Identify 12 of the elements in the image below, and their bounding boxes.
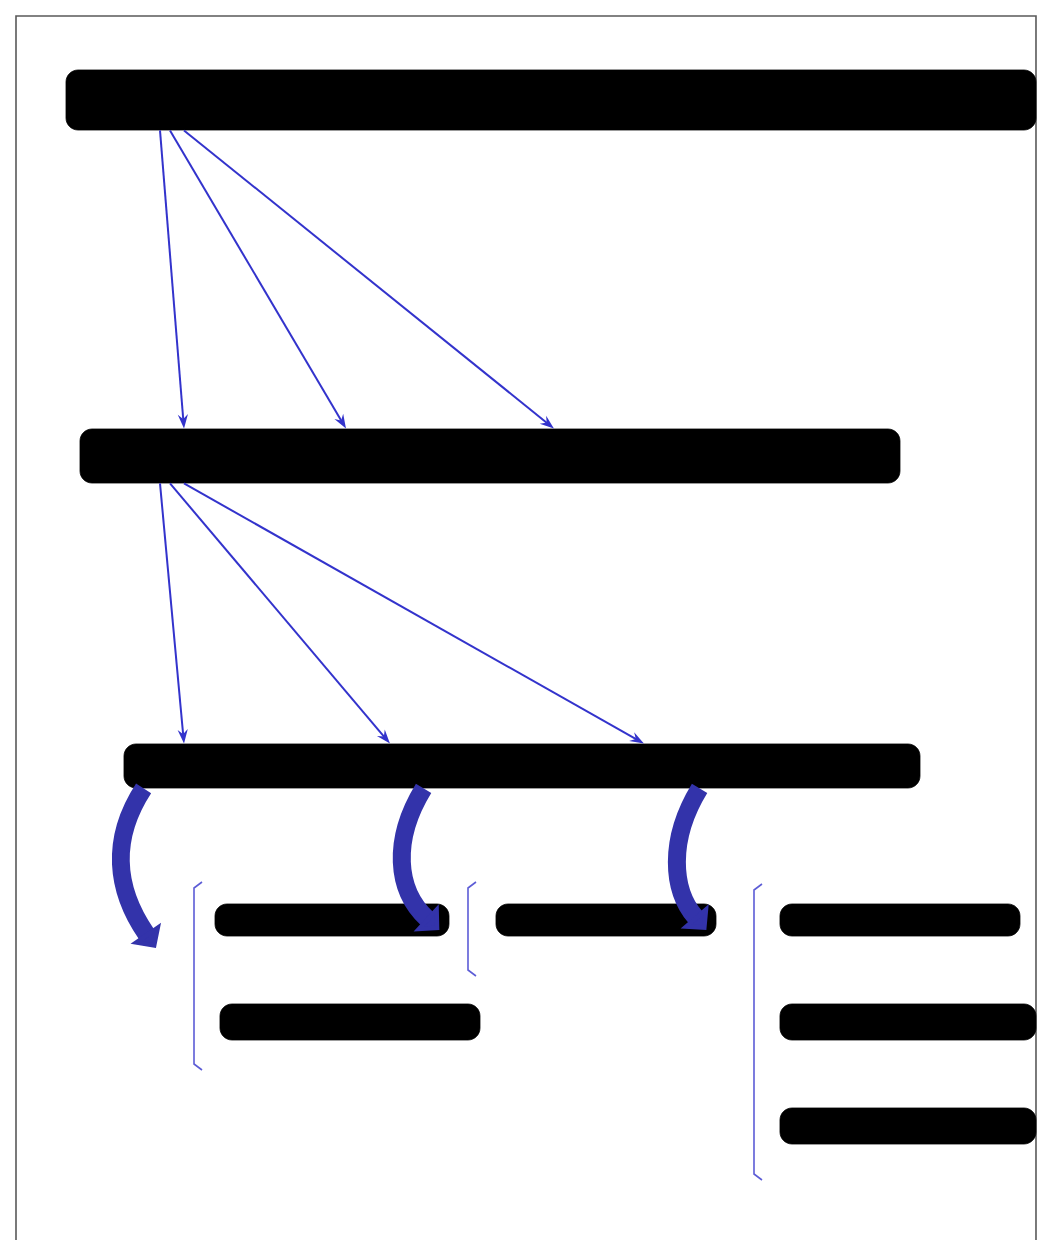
text-bar bbox=[123, 743, 921, 789]
curved-arrow bbox=[392, 784, 440, 932]
text-bar bbox=[495, 903, 717, 937]
curved-arrow bbox=[667, 784, 709, 930]
text-bar bbox=[779, 1003, 1037, 1041]
curved-arrow bbox=[112, 783, 162, 948]
text-bar bbox=[65, 69, 1037, 131]
text-bar bbox=[79, 428, 901, 484]
text-bar bbox=[779, 903, 1021, 937]
text-bar bbox=[219, 1003, 481, 1041]
text-bar bbox=[214, 903, 450, 937]
text-bar bbox=[779, 1107, 1037, 1145]
